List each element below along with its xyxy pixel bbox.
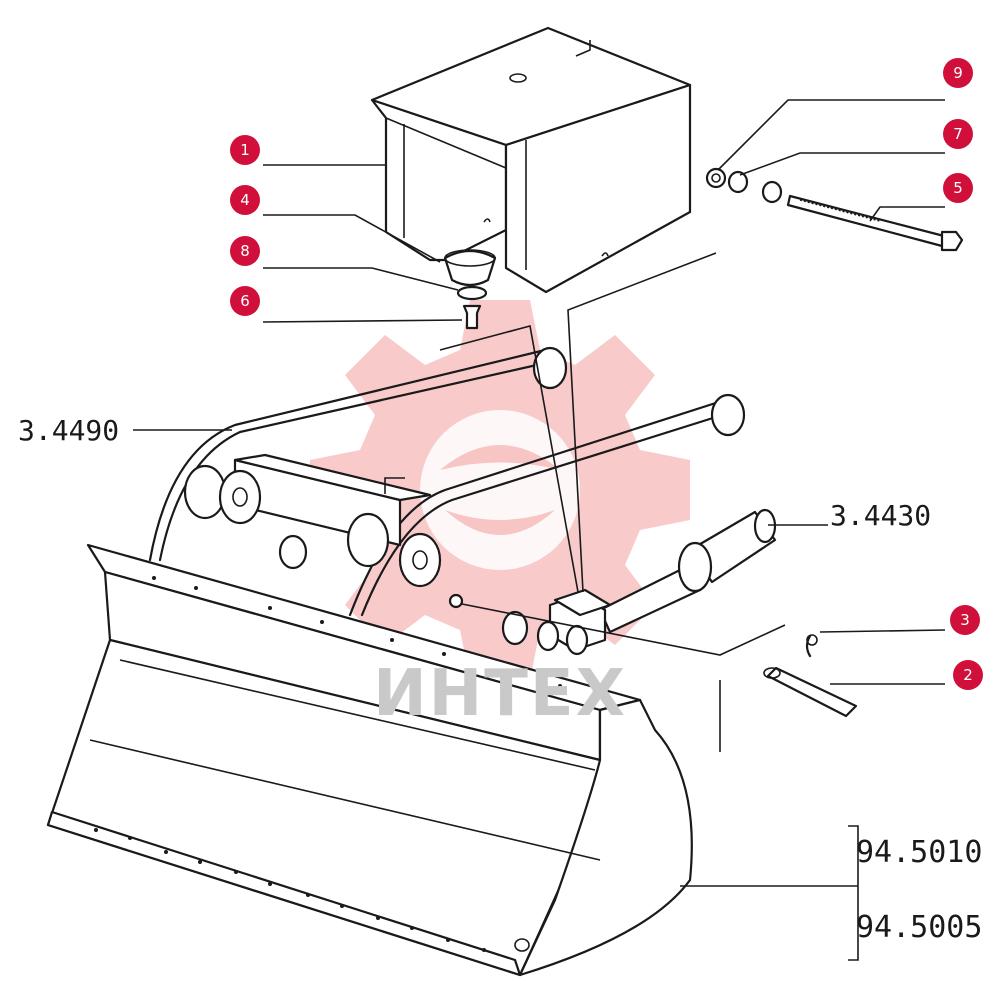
callout-2: 2 bbox=[953, 660, 983, 690]
watermark-text: ИНТЕХ bbox=[373, 657, 627, 731]
callout-7: 7 bbox=[943, 119, 973, 149]
callout-9: 9 bbox=[943, 58, 973, 88]
svg-text:8: 8 bbox=[240, 242, 250, 260]
svg-text:7: 7 bbox=[953, 125, 963, 143]
svg-text:3: 3 bbox=[960, 611, 970, 629]
callout-5: 5 bbox=[943, 173, 973, 203]
assembly-label-bucket-b: 94.5005 bbox=[856, 910, 982, 945]
part-7-washers bbox=[727, 170, 783, 204]
part-4-rubber-stop bbox=[443, 249, 497, 287]
callout-4: 4 bbox=[230, 185, 260, 215]
attachment-box bbox=[370, 26, 692, 294]
part-5-long-bolt bbox=[786, 194, 964, 252]
part-3-clip bbox=[805, 634, 818, 658]
bucket-bolt-holes bbox=[94, 576, 562, 952]
svg-text:1: 1 bbox=[240, 141, 250, 159]
assembly-label-bucket-a: 94.5010 bbox=[856, 835, 982, 870]
callout-1: 1 bbox=[230, 135, 260, 165]
callout-8: 8 bbox=[230, 236, 260, 266]
leader-lines bbox=[133, 99, 946, 961]
arm-assembly bbox=[148, 346, 746, 617]
part-8-washer bbox=[456, 285, 488, 301]
part-6-bolt bbox=[462, 304, 482, 330]
assembly-label-cylinder: 3.4430 bbox=[830, 499, 931, 532]
assembly-label-arm: 3.4490 bbox=[18, 414, 119, 447]
tilt-cylinder bbox=[501, 508, 777, 656]
part-9-nut bbox=[705, 167, 727, 189]
svg-text:6: 6 bbox=[240, 292, 250, 310]
part-2-pin bbox=[763, 666, 858, 718]
grease-nipple bbox=[448, 593, 464, 609]
svg-text:4: 4 bbox=[240, 191, 250, 209]
callout-3: 3 bbox=[950, 605, 980, 635]
callout-6: 6 bbox=[230, 286, 260, 316]
svg-text:2: 2 bbox=[963, 666, 973, 684]
svg-text:5: 5 bbox=[953, 179, 963, 197]
svg-text:9: 9 bbox=[953, 64, 963, 82]
